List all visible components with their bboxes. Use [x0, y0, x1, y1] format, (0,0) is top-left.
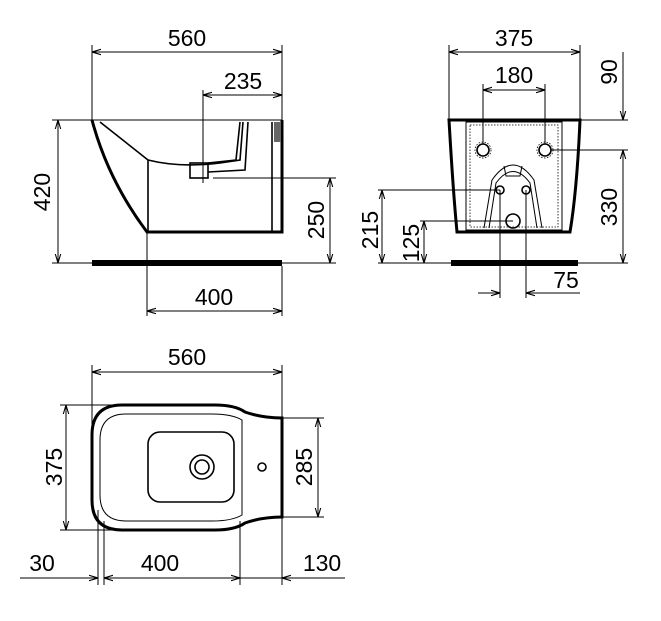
dim-outlet-height: 250 — [303, 201, 329, 239]
dim-basin-length: 400 — [141, 550, 179, 576]
dim-front-offset: 30 — [29, 550, 55, 576]
dim-bolt-height: 330 — [596, 188, 622, 226]
bolt-hole-right — [538, 143, 552, 157]
bolt-hole-left — [476, 143, 490, 157]
drain-inner — [194, 459, 210, 475]
rear-outline — [447, 118, 582, 234]
side-view: 560 235 420 250 400 — [29, 25, 336, 316]
floor-line — [92, 260, 282, 266]
dim-side-width: 560 — [168, 25, 206, 51]
top-outline — [90, 403, 284, 532]
side-outline — [90, 119, 284, 234]
dim-top-length: 560 — [168, 344, 206, 370]
tap-hole — [257, 462, 267, 472]
rear-view: 375 180 90 330 215 125 75 — [357, 25, 628, 298]
drain-outer — [189, 454, 215, 480]
dim-back-offset: 130 — [303, 550, 341, 576]
dim-supply-spacing: 75 — [553, 267, 579, 293]
dim-side-depth: 400 — [195, 284, 233, 310]
dim-side-height: 420 — [29, 173, 55, 211]
dim-top-width: 375 — [41, 448, 67, 486]
dim-bolt-top: 90 — [596, 59, 622, 85]
dim-back-width: 285 — [291, 448, 317, 486]
top-view: 560 375 285 30 400 130 — [20, 344, 345, 585]
basin — [147, 431, 235, 503]
dim-supply-height: 215 — [357, 211, 383, 249]
dim-rear-width: 375 — [495, 25, 533, 51]
dim-bolt-spacing: 180 — [495, 62, 533, 88]
dim-outlet-offset: 235 — [224, 68, 262, 94]
dim-waste-height: 125 — [398, 224, 424, 262]
